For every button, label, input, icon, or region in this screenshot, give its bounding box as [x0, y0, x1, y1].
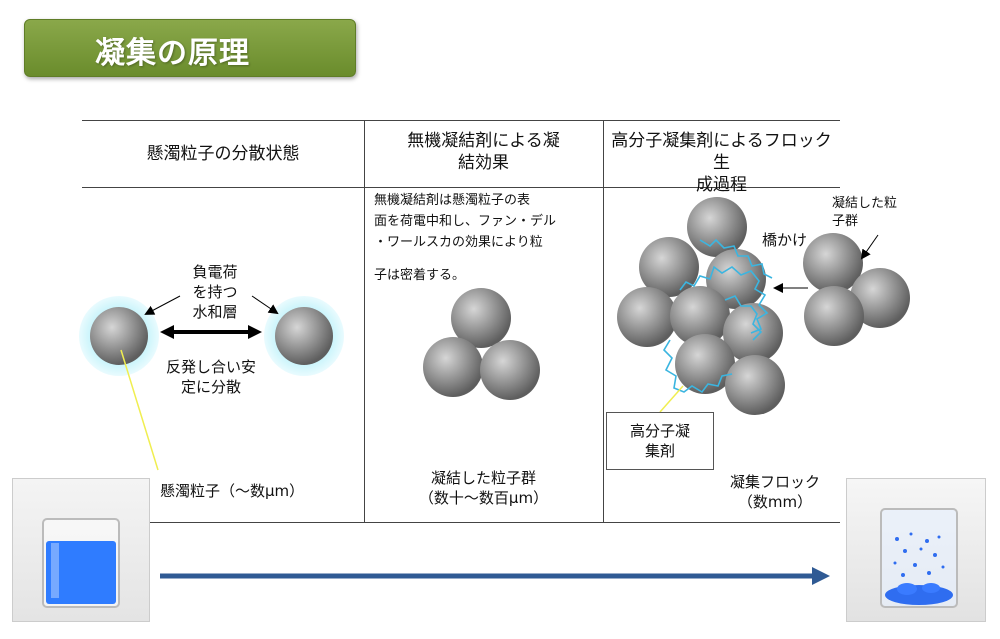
floc-particle-group: [804, 286, 864, 346]
coagulated-group-line1: 凝結した粒子群: [430, 469, 536, 487]
repel-label-line1: 反発し合い安: [165, 358, 256, 376]
particle-group-line2: 子群: [832, 214, 859, 229]
particle-left: [90, 307, 148, 365]
page-title: 凝集の原理: [95, 36, 250, 71]
floc-particle: [617, 287, 677, 347]
floc-specks: [893, 532, 945, 577]
coagulant-description: 無機凝結剤は懸濁粒子の表 面を荷電中和し、ファン・デル ・ワールスカの効果により…: [374, 190, 602, 286]
process-arrow-head: [812, 567, 830, 585]
floc-particle: [639, 237, 699, 297]
repulsion-arrow-head-left: [160, 325, 174, 339]
title-banner: 凝集の原理: [24, 19, 356, 77]
cluster-particle-left: [423, 337, 483, 397]
cluster-particle-right: [480, 340, 540, 400]
floc-particle: [725, 355, 785, 415]
charge-label-line3: 水和層: [192, 303, 238, 321]
polymer-label-line2: 集剤: [644, 442, 675, 460]
floc-particle: [687, 197, 747, 257]
coagulant-desc-line2: 面を荷電中和し、ファン・デル: [374, 214, 557, 229]
polymer-chain: [724, 295, 763, 341]
pointer-arrow-left: [144, 295, 181, 315]
column-header-flocculant-line1: 高分子凝集剤によるフロック生: [611, 131, 832, 173]
beaker-photo-flocculated: [846, 478, 986, 622]
column-header-coagulant-line1: 無機凝結剤による凝: [407, 131, 560, 151]
polymer-chain: [679, 265, 769, 334]
table-top-border: [82, 120, 840, 121]
coagulated-group-line2: （数十～数百μm）: [418, 489, 549, 507]
group-pointer-arrow: [860, 234, 879, 260]
pointer-arrow-right: [251, 295, 279, 315]
column-header-flocculant-line2: 成過程: [696, 175, 747, 195]
floc-label-line2: （数mm）: [737, 493, 813, 511]
polymer-flocculant-box: 高分子凝 集剤: [606, 412, 714, 470]
floc-label-line1: 凝集フロック: [729, 473, 820, 491]
floc-particle: [670, 286, 730, 346]
repel-label: 反発し合い安 定に分散: [156, 357, 266, 397]
charge-label-line1: 負電荷: [192, 263, 238, 281]
column-header-coagulant-line2: 結効果: [458, 153, 509, 173]
polymer-label: 高分子凝 集剤: [607, 421, 713, 461]
particle-callout-line: [120, 349, 159, 471]
column-divider-1: [364, 120, 365, 522]
floc-label: 凝集フロック （数mm）: [720, 472, 830, 512]
column-divider-2: [603, 120, 604, 522]
charge-label: 負電荷 を持つ 水和層: [180, 262, 250, 322]
column-header-flocculant: 高分子凝集剤によるフロック生 成過程: [603, 130, 840, 196]
polymer-chain: [699, 238, 773, 279]
beaker-photo-dispersed: [12, 478, 150, 622]
polymer-label-line1: 高分子凝: [629, 422, 690, 440]
charge-label-line2: を持つ: [192, 283, 238, 301]
beaker-dispersed-drawing: [42, 518, 120, 608]
coagulant-desc-line4: 子は密着する。: [374, 268, 466, 283]
polymer-chain: [662, 339, 733, 394]
particle-group-label: 凝結した粒 子群: [832, 195, 922, 231]
repulsion-arrow-head-right: [248, 325, 262, 339]
floc-particle-group: [803, 233, 863, 293]
repel-label-line2: 定に分散: [180, 378, 241, 396]
particle-right: [275, 307, 333, 365]
cluster-particle-top: [451, 288, 511, 348]
coagulant-desc-line3: ・ワールスカの効果により粒: [374, 235, 543, 250]
coagulated-group-label: 凝結した粒子群 （数十～数百μm）: [364, 468, 603, 508]
coagulant-desc-line1: 無機凝結剤は懸濁粒子の表: [374, 193, 531, 208]
table-bottom-border: [82, 522, 840, 523]
floc-particle-group: [850, 268, 910, 328]
bridging-label: 橋かけ: [762, 231, 808, 249]
column-header-dispersion: 懸濁粒子の分散状態: [146, 144, 300, 164]
polymer-callout-line: [659, 385, 684, 413]
beaker-flocculated-drawing: [880, 508, 958, 608]
column-header-coagulant: 無機凝結剤による凝 結効果: [364, 130, 603, 174]
suspended-particle-label: 懸濁粒子（～数μm）: [160, 482, 305, 500]
header-divider: [82, 187, 840, 188]
particle-group-line1: 凝結した粒: [832, 196, 898, 211]
